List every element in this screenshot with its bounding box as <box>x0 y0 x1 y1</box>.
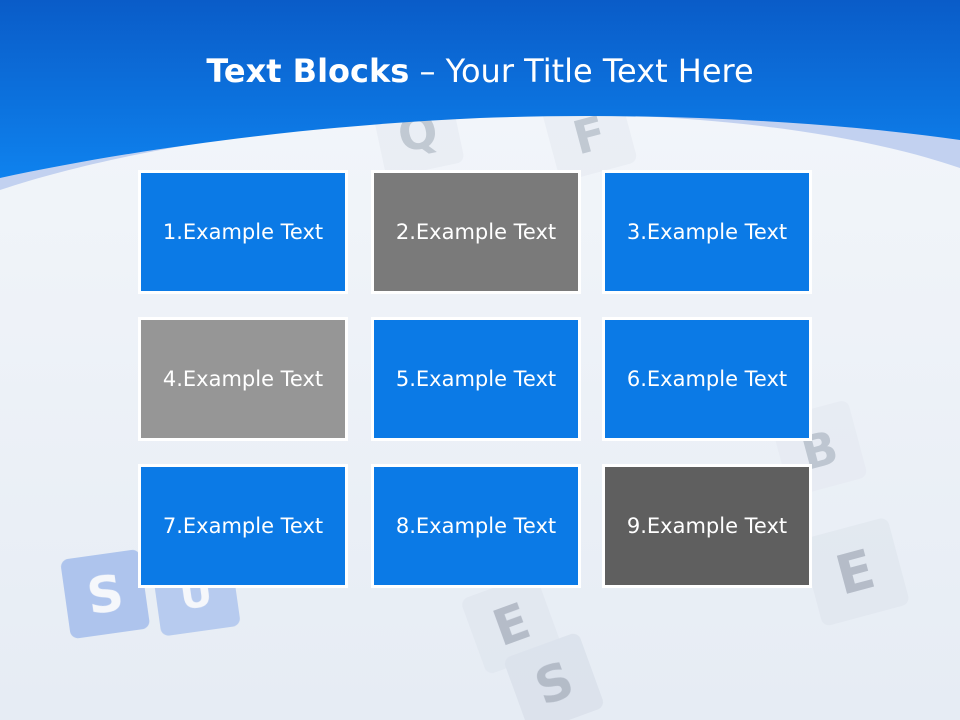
text-block-label: 3.Example Text <box>626 220 788 244</box>
text-block-5[interactable]: 5.Example Text <box>371 317 581 441</box>
title-bold: Text Blocks <box>206 52 410 90</box>
text-block-label: 7.Example Text <box>162 514 324 538</box>
text-block-9[interactable]: 9.Example Text <box>602 464 812 588</box>
slide-title: Text Blocks – Your Title Text Here <box>0 52 960 90</box>
text-block-label: 5.Example Text <box>395 367 557 391</box>
text-block-label: 4.Example Text <box>162 367 324 391</box>
text-block-1[interactable]: 1.Example Text <box>138 170 348 294</box>
text-block-3[interactable]: 3.Example Text <box>602 170 812 294</box>
text-block-label: 6.Example Text <box>626 367 788 391</box>
text-block-label: 8.Example Text <box>395 514 557 538</box>
text-blocks-grid: 1.Example Text 2.Example Text 3.Example … <box>138 170 814 594</box>
text-block-7[interactable]: 7.Example Text <box>138 464 348 588</box>
letter-cubes-decoration: S U E S E B Q <box>61 84 909 720</box>
text-block-2[interactable]: 2.Example Text <box>371 170 581 294</box>
text-block-4[interactable]: 4.Example Text <box>138 317 348 441</box>
svg-text:S: S <box>83 564 127 626</box>
title-rest: – Your Title Text Here <box>409 52 754 90</box>
text-block-label: 2.Example Text <box>395 220 557 244</box>
text-block-6[interactable]: 6.Example Text <box>602 317 812 441</box>
text-block-label: 9.Example Text <box>626 514 788 538</box>
text-block-8[interactable]: 8.Example Text <box>371 464 581 588</box>
text-block-label: 1.Example Text <box>162 220 324 244</box>
